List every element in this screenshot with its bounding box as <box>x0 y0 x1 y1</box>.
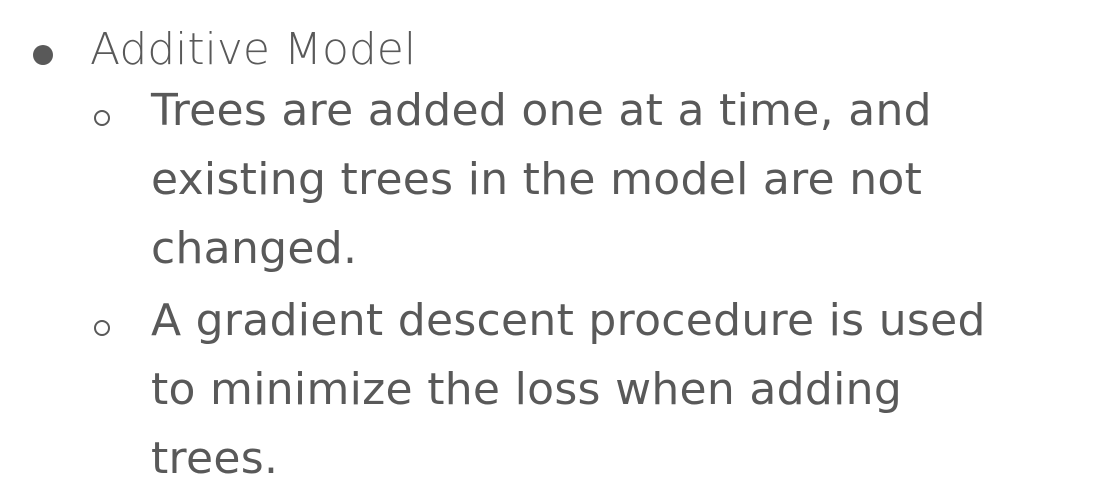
sub-bullet-line: existing trees in the model are not <box>151 154 923 205</box>
sub-bullet-item: Trees are added one at a time, and exist… <box>0 76 1114 286</box>
sub-bullet-line: to minimize the loss when adding <box>151 364 903 415</box>
bullet-item-text: Additive Model <box>90 24 417 75</box>
sub-bullet-line: changed. <box>151 223 358 274</box>
hollow-bullet-icon <box>94 320 110 336</box>
sub-bullet-item: A gradient descent procedure is used to … <box>0 286 1114 484</box>
sub-bullet-text: A gradient descent procedure is used to … <box>151 286 1111 493</box>
filled-bullet-icon <box>33 45 53 65</box>
sub-bullet-text: Trees are added one at a time, and exist… <box>151 76 1111 283</box>
bullet-item-additive-model: Additive Model <box>0 10 1114 75</box>
sub-bullet-line: A gradient descent procedure is used <box>151 295 986 346</box>
slide-body: Additive Model Trees are added one at a … <box>0 10 1114 484</box>
hollow-bullet-icon <box>94 110 110 126</box>
sub-bullet-line: trees. <box>151 433 279 484</box>
sub-bullet-line: Trees are added one at a time, and <box>151 85 932 136</box>
